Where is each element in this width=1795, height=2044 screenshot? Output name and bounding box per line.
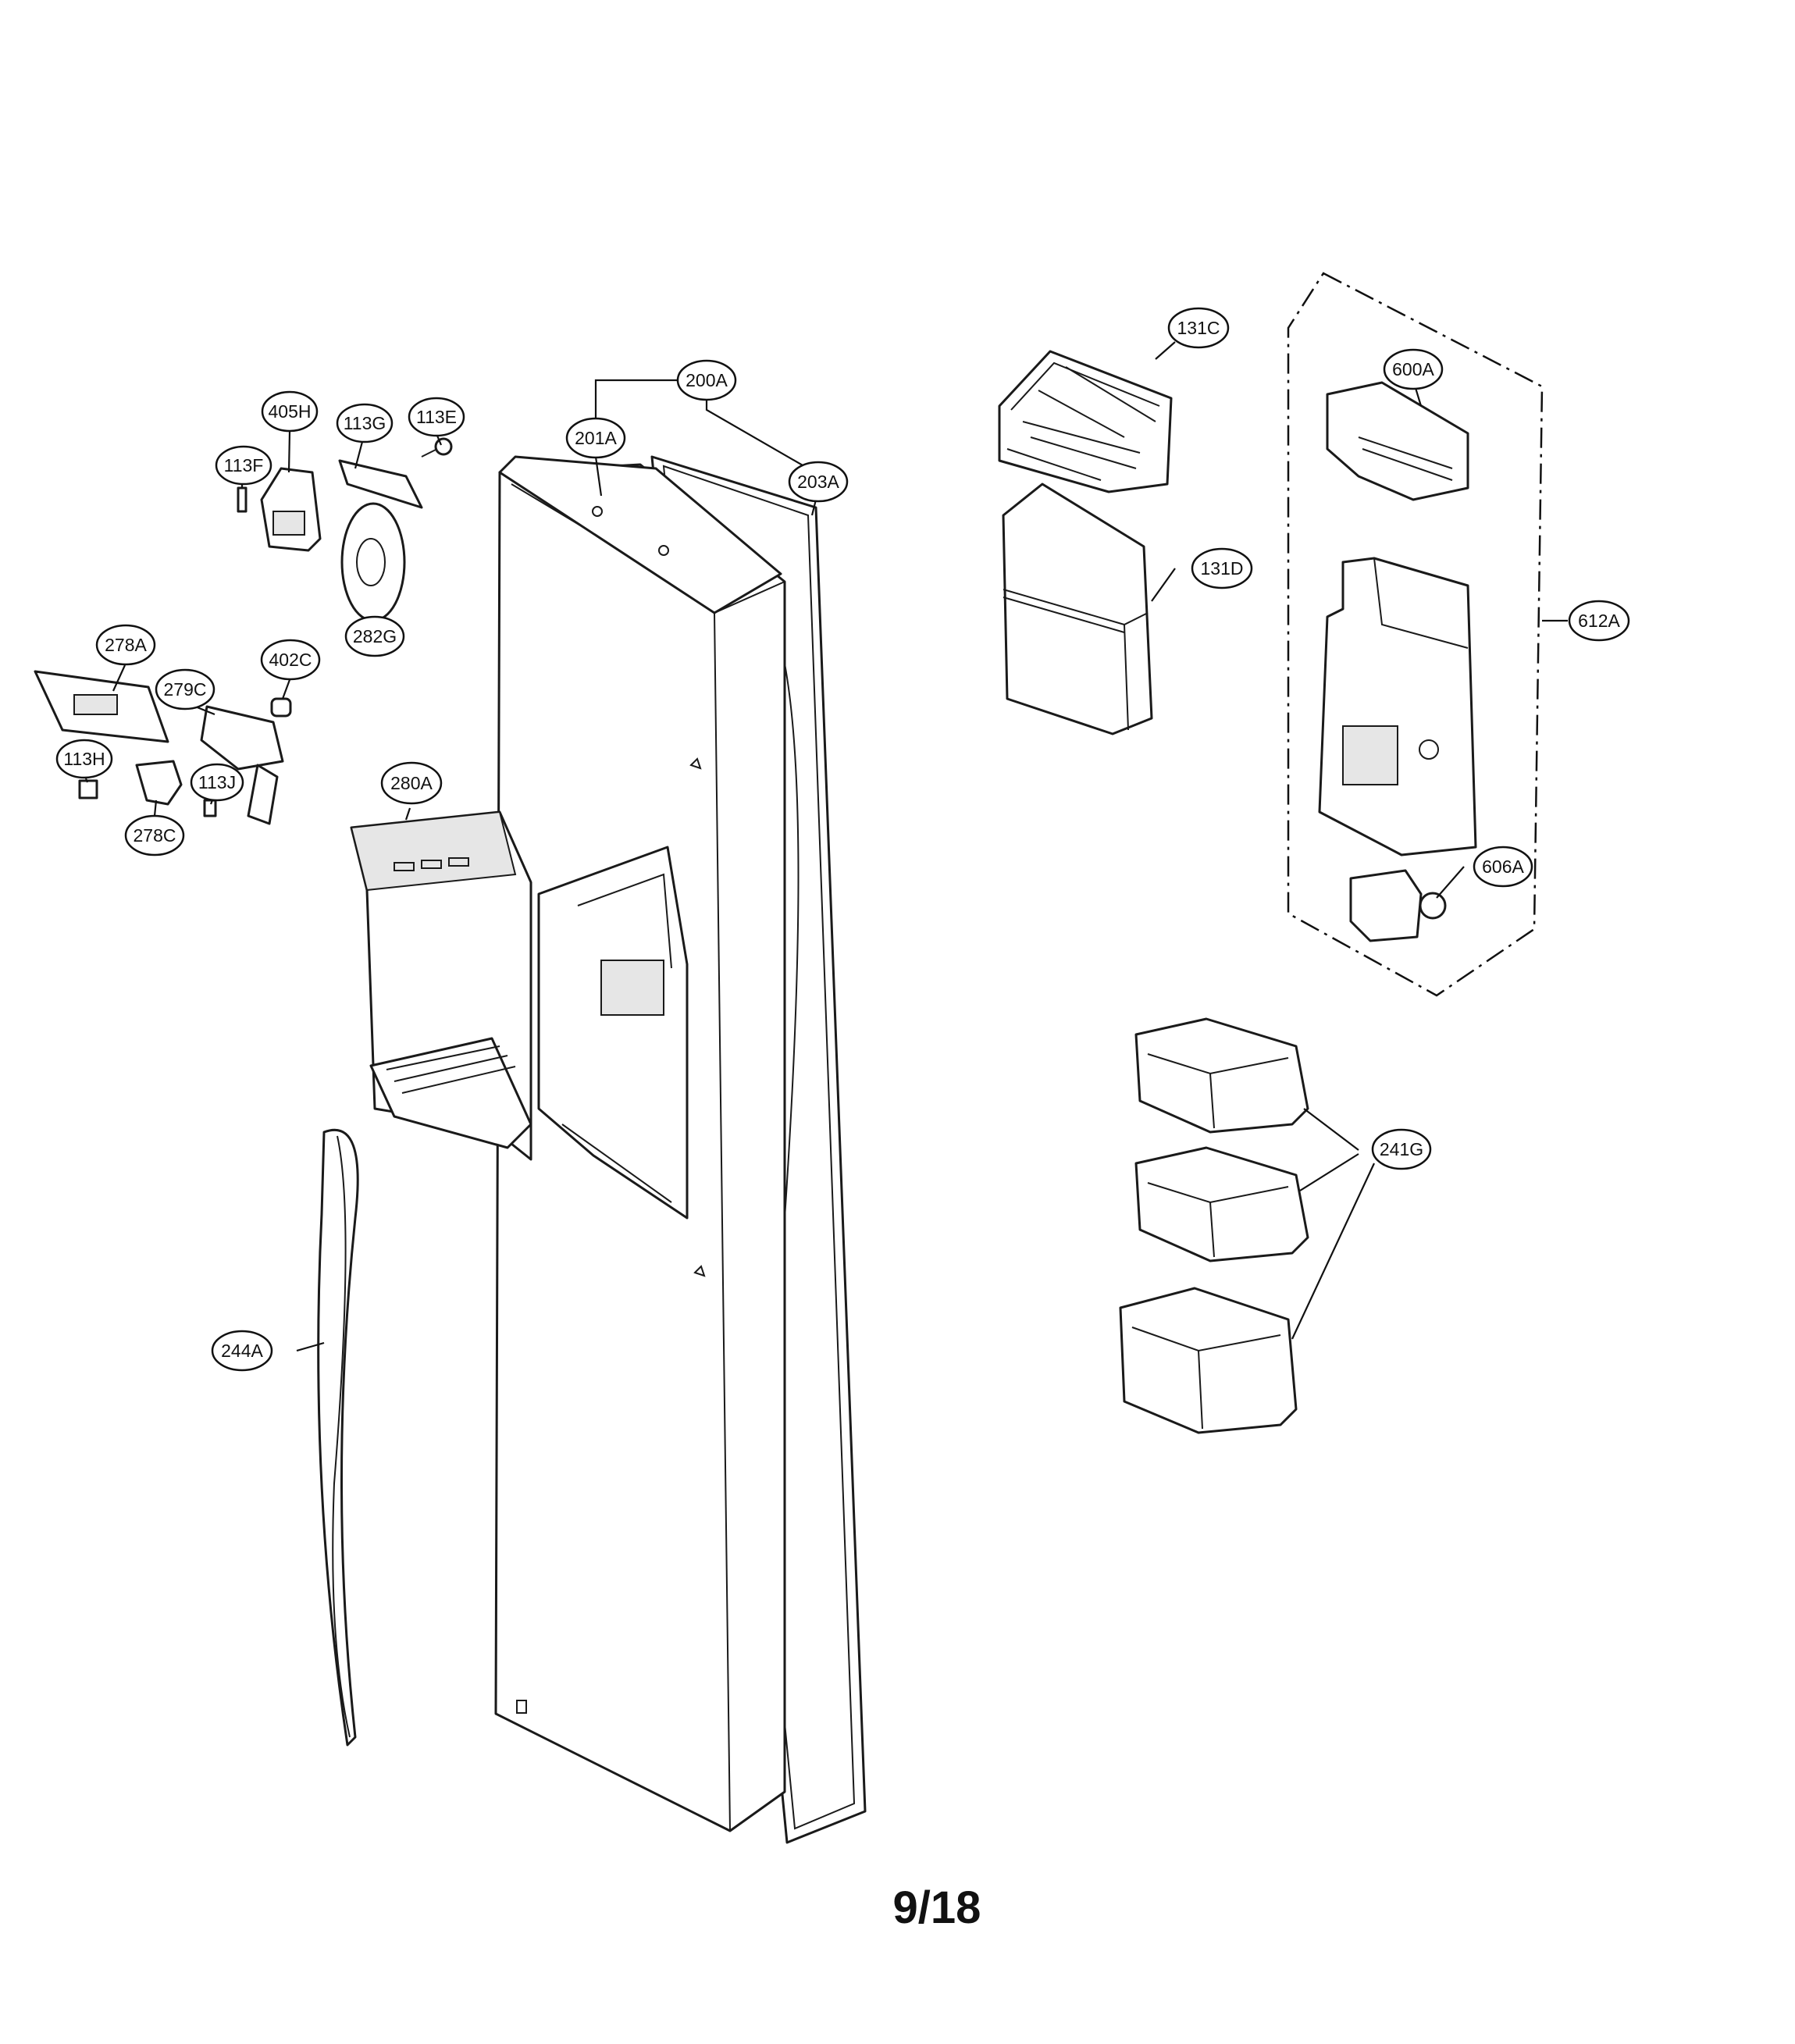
svg-text:405H: 405H <box>269 401 312 422</box>
page-number: 9/18 <box>893 1882 981 1933</box>
callout-203A: 203A <box>788 461 849 503</box>
dispenser-assembly-part <box>350 810 689 1220</box>
svg-text:600A: 600A <box>1392 359 1434 379</box>
svg-text:113F: 113F <box>224 455 264 475</box>
small-parts-cluster <box>34 437 453 825</box>
svg-text:113J: 113J <box>198 772 236 792</box>
svg-text:113E: 113E <box>416 407 457 427</box>
callout-131C: 131C <box>1167 307 1230 349</box>
svg-text:244A: 244A <box>221 1341 263 1361</box>
svg-text:200A: 200A <box>686 370 728 390</box>
callout-278A: 278A <box>95 624 156 666</box>
callout-279C: 279C <box>155 668 215 710</box>
callout-113F: 113F <box>215 445 272 486</box>
callout-200A: 200A <box>676 359 737 401</box>
svg-text:402C: 402C <box>269 650 312 670</box>
svg-text:203A: 203A <box>797 472 839 492</box>
svg-text:241G: 241G <box>1380 1139 1423 1159</box>
callout-241G: 241G <box>1371 1128 1432 1170</box>
callout-113H: 113H <box>55 739 113 779</box>
callout-600A: 600A <box>1383 348 1444 390</box>
callout-280A: 280A <box>380 761 443 805</box>
door-handle-part <box>317 1128 359 1747</box>
svg-text:612A: 612A <box>1578 611 1620 631</box>
callout-131D: 131D <box>1191 547 1253 589</box>
svg-text:113G: 113G <box>344 413 386 433</box>
svg-text:279C: 279C <box>164 679 207 700</box>
ice-bin-parts <box>998 350 1173 735</box>
svg-text:278C: 278C <box>134 825 176 846</box>
callout-201A: 201A <box>565 417 626 459</box>
callout-402C: 402C <box>260 639 321 681</box>
svg-text:282G: 282G <box>353 626 397 646</box>
callout-113E: 113E <box>408 397 465 437</box>
callout-405H: 405H <box>261 390 319 433</box>
door-bins-part <box>1119 1017 1309 1434</box>
callout-113G: 113G <box>336 403 394 443</box>
callout-113J: 113J <box>190 763 244 802</box>
svg-text:278A: 278A <box>105 635 147 655</box>
svg-text:131C: 131C <box>1177 318 1220 338</box>
svg-text:606A: 606A <box>1482 856 1524 877</box>
icemaker-kit-part <box>1287 272 1544 997</box>
callout-278C: 278C <box>124 814 185 856</box>
callout-244A: 244A <box>211 1330 273 1372</box>
svg-text:280A: 280A <box>390 773 433 793</box>
callout-606A: 606A <box>1473 846 1533 888</box>
callout-282G: 282G <box>344 615 405 657</box>
svg-text:201A: 201A <box>575 428 617 448</box>
svg-text:113H: 113H <box>63 749 105 769</box>
callout-612A: 612A <box>1568 600 1630 642</box>
svg-text:131D: 131D <box>1201 558 1244 579</box>
